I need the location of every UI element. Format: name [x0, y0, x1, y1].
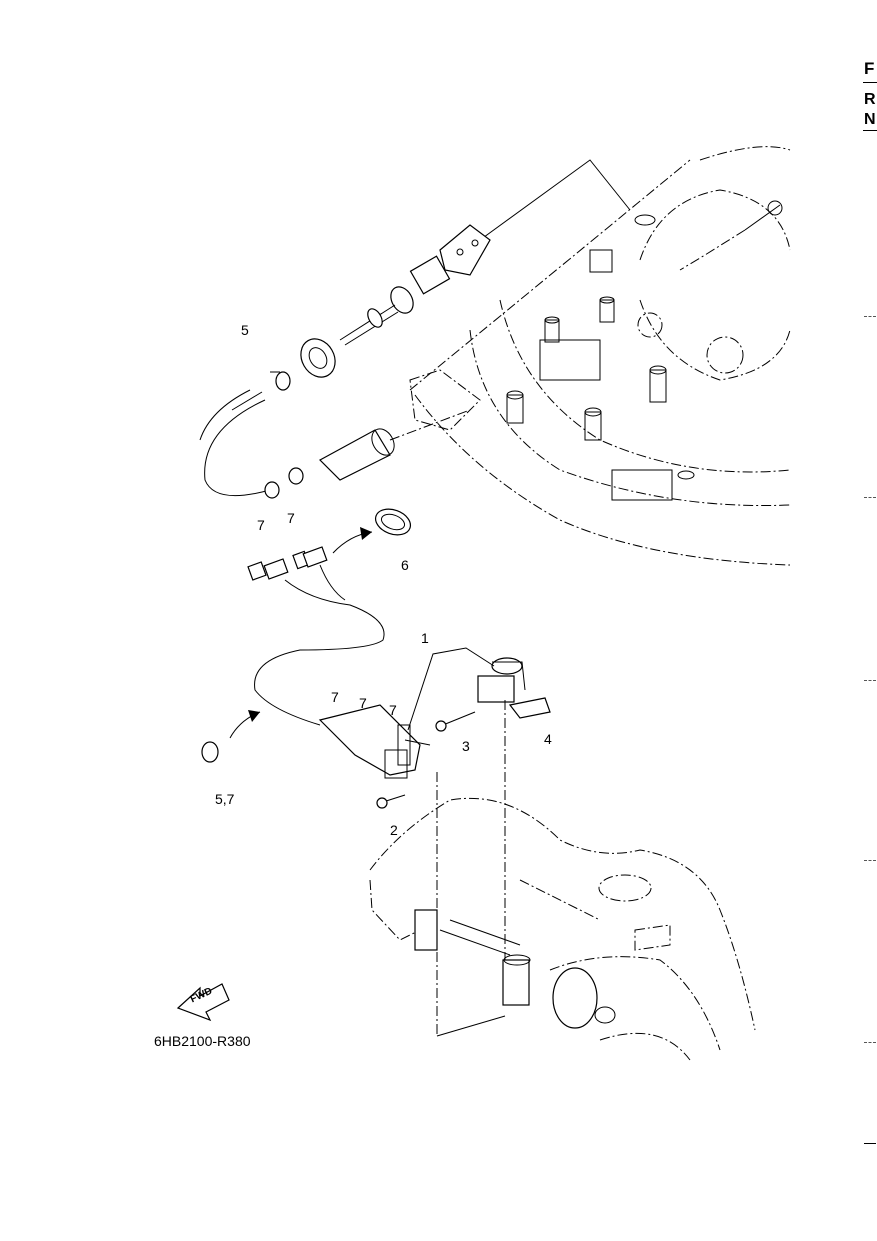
housing-bosses [506, 214, 695, 501]
edge-rule [863, 130, 877, 131]
margin-tick [864, 497, 876, 498]
callout-7-left: 7 [257, 517, 265, 533]
callout-7-sender-c: 7 [389, 702, 397, 718]
callout-5-7: 5,7 [215, 791, 235, 807]
edge-rule [863, 82, 877, 83]
sender-assembly [318, 704, 431, 779]
callout-7-right: 7 [287, 510, 295, 526]
bolts [376, 697, 551, 809]
margin-tick [864, 1042, 876, 1043]
assembly-arrows [229, 527, 373, 739]
margin-rule [864, 1143, 876, 1144]
clips [201, 371, 412, 763]
edge-letter-f: F [864, 59, 875, 78]
housing-screw [679, 200, 783, 271]
callout-6: 6 [401, 557, 409, 573]
callout-7-sender-b: 7 [359, 695, 367, 711]
fwd-arrow-icon [176, 983, 230, 1022]
callout-7-sender-a: 7 [331, 689, 339, 705]
callout-4: 4 [544, 731, 552, 747]
margin-tick [864, 316, 876, 317]
bracket-part [407, 647, 526, 731]
lower-housing [369, 797, 756, 1061]
edge-letter-n: N [864, 111, 876, 128]
callout-3: 3 [462, 738, 470, 754]
cable-fitting-upper [300, 224, 491, 378]
callout-2: 2 [390, 822, 398, 838]
margin-tick [864, 860, 876, 861]
assembly-lines [436, 700, 506, 1037]
top-leader [479, 159, 631, 241]
callout-1: 1 [421, 630, 429, 646]
figure-code: 6HB2100-R380 [154, 1033, 251, 1049]
hose [199, 389, 271, 497]
cable-fitting-lower [319, 409, 471, 481]
edge-letter-r: R [864, 91, 876, 108]
margin-tick [864, 680, 876, 681]
wire-harness [247, 546, 385, 726]
callout-5: 5 [241, 322, 249, 338]
